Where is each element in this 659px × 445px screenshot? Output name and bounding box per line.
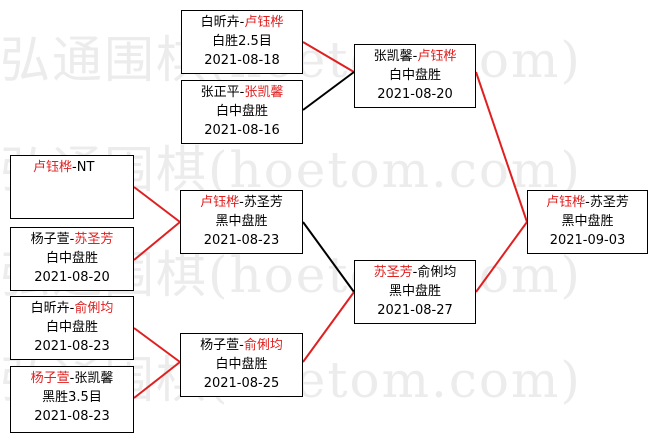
separator: -	[239, 15, 245, 30]
match-box-sa: 张凯馨-卢钰桦 白中盘胜 2021-08-20	[354, 44, 476, 108]
player: 白昕卉	[200, 15, 240, 30]
connector-qa-sa	[302, 41, 355, 73]
match-players: 卢钰桦-苏圣芳	[181, 193, 302, 212]
match-players: 卢钰桦-苏圣芳	[528, 193, 647, 212]
separator: -	[412, 265, 418, 280]
separator: -	[239, 195, 244, 210]
match-result: 黑胜3.5目	[42, 390, 102, 405]
match-date: 2021-08-23	[34, 409, 110, 424]
player: 俞俐均	[417, 265, 457, 280]
match-result: 白中盘胜	[215, 357, 268, 372]
player-winner: 卢钰桦	[33, 160, 73, 175]
match-box-final: 卢钰桦-苏圣芳 黑中盘胜 2021-09-03	[527, 190, 648, 254]
match-box-r1a: 卢钰桦-NT	[10, 155, 134, 219]
match-result: 黑中盘胜	[561, 214, 614, 229]
connector-qc-sb	[302, 221, 355, 293]
player: 苏圣芳	[243, 195, 283, 210]
player-winner: 卢钰桦	[200, 195, 240, 210]
player-winner: 俞俐均	[243, 338, 283, 353]
player: 张正平	[200, 85, 240, 100]
match-date: 2021-08-23	[203, 233, 280, 248]
match-players: 苏圣芳-俞俐均	[355, 263, 475, 282]
match-result: 白中盘胜	[45, 320, 98, 335]
player: 杨子萱	[200, 338, 240, 353]
match-result: 白中盘胜	[45, 251, 98, 266]
match-date: 2021-08-18	[204, 53, 280, 68]
match-box-qa: 白昕卉-卢钰桦 白胜2.5目 2021-08-18	[181, 10, 303, 74]
match-date: 2021-08-16	[204, 123, 280, 138]
match-players: 张正平-张凯馨	[182, 83, 302, 102]
match-players: 卢钰桦-NT	[11, 158, 133, 177]
match-date: 2021-08-20	[377, 87, 453, 102]
player-winner: 杨子萱	[30, 371, 70, 386]
separator: -	[69, 301, 75, 316]
match-players: 杨子萱-张凯馨	[11, 369, 133, 388]
connector-sb-final	[475, 221, 528, 293]
match-players: 杨子萱-苏圣芳	[11, 230, 133, 249]
player-winner: 苏圣芳	[74, 232, 114, 247]
connector-qb-sa	[302, 71, 355, 111]
match-result: 白中盘胜	[215, 104, 268, 119]
player-winner: 俞俐均	[74, 301, 114, 316]
separator: -	[239, 85, 245, 100]
player: 苏圣芳	[589, 195, 629, 210]
player-winner: 苏圣芳	[373, 265, 413, 280]
match-box-qb: 张正平-张凯馨 白中盘胜 2021-08-16	[181, 80, 303, 144]
match-box-qd: 杨子萱-俞俐均 白中盘胜 2021-08-25	[180, 333, 303, 397]
match-result: 黑中盘胜	[388, 284, 441, 299]
connector-r1c-qd	[133, 327, 181, 363]
player-winner: 卢钰桦	[546, 195, 586, 210]
separator: -	[239, 338, 244, 353]
player: 张凯馨	[373, 49, 413, 64]
connector-r1b-qc	[133, 221, 181, 261]
match-players: 杨子萱-俞俐均	[181, 336, 302, 355]
connector-qd-sb	[302, 291, 355, 363]
connector-sa-final	[475, 71, 528, 223]
player: NT	[76, 160, 95, 175]
match-box-r1d: 杨子萱-张凯馨 黑胜3.5目 2021-08-23	[10, 366, 134, 433]
player-winner: 卢钰桦	[244, 15, 284, 30]
match-date: 2021-08-20	[34, 270, 110, 285]
connector-r1d-qd	[133, 361, 181, 399]
separator: -	[72, 160, 77, 175]
match-date: 2021-08-25	[203, 376, 280, 391]
player-winner: 张凯馨	[244, 85, 284, 100]
match-date: 2021-08-23	[34, 339, 110, 354]
match-players: 白昕卉-卢钰桦	[182, 13, 302, 32]
player: 张凯馨	[74, 371, 114, 386]
match-box-qc: 卢钰桦-苏圣芳 黑中盘胜 2021-08-23	[180, 190, 303, 254]
separator: -	[69, 371, 75, 386]
player: 白昕卉	[30, 301, 70, 316]
player-winner: 卢钰桦	[417, 49, 457, 64]
match-box-r1b: 杨子萱-苏圣芳 白中盘胜 2021-08-20	[10, 227, 134, 291]
separator: -	[412, 49, 418, 64]
match-players: 张凯馨-卢钰桦	[355, 47, 475, 66]
match-box-sb: 苏圣芳-俞俐均 黑中盘胜 2021-08-27	[354, 260, 476, 324]
match-result: 黑中盘胜	[215, 214, 268, 229]
player: 杨子萱	[30, 232, 70, 247]
connector-r1a-qc	[133, 186, 181, 223]
match-players: 白昕卉-俞俐均	[11, 299, 133, 318]
match-box-r1c: 白昕卉-俞俐均 白中盘胜 2021-08-23	[10, 296, 134, 360]
match-result: 白中盘胜	[388, 68, 441, 83]
match-result: 白胜2.5目	[212, 34, 272, 49]
separator: -	[69, 232, 75, 247]
match-date: 2021-08-27	[377, 303, 453, 318]
separator: -	[585, 195, 590, 210]
match-date: 2021-09-03	[549, 233, 626, 248]
